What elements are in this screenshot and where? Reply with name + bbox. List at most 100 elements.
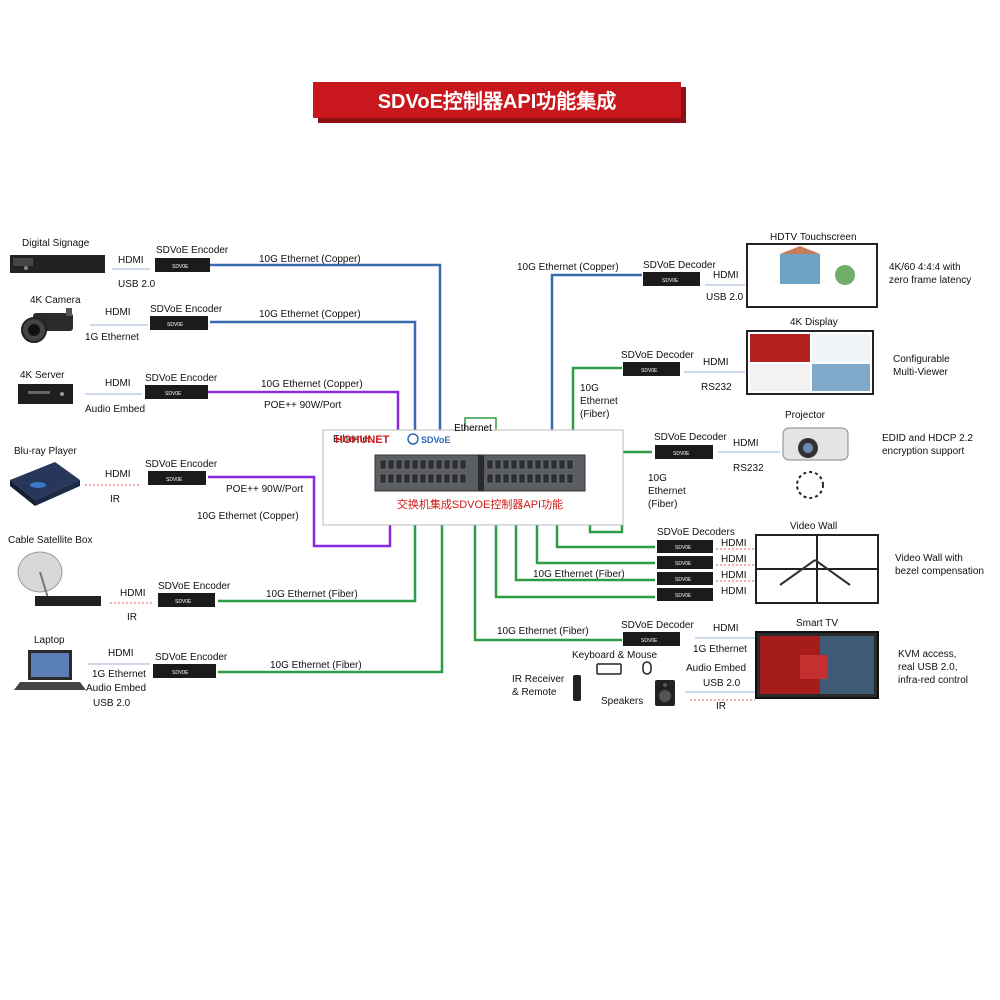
switch-port [510,473,518,484]
svg-text:SDV0E: SDV0E [675,577,692,583]
sink-4k-display: 10G Ethernet (Fiber) SDVoE Decoder SDV0E… [580,317,950,420]
encoder-box: SDV0E [150,316,208,330]
switch-port [502,473,510,484]
link-label-b: Ethernet [648,486,686,497]
port-bottom: IR [127,612,137,623]
note-1: Configurable [893,354,950,365]
svg-text:SDV0E: SDV0E [172,264,189,270]
port-top: HDMI [108,648,134,659]
link-label: 10G Ethernet (Fiber) [266,589,358,600]
switch-port [419,473,427,484]
switch-port [550,473,558,484]
link-label: 10G Ethernet (Copper) [259,254,361,265]
port-1: 1G Ethernet [693,644,747,655]
switch-port [494,473,502,484]
switch-port [451,473,459,484]
port-4: HDMI [721,586,747,597]
link-4k-server [208,390,400,430]
link-label-c: (Fiber) [648,499,677,510]
hdtv-touchscreen-icon [746,243,878,308]
port-top: HDMI [120,588,146,599]
svg-text:SDV0E: SDV0E [172,670,189,676]
4k-display-icon [746,330,874,395]
switch-port [510,459,518,470]
port-1: HDMI [721,538,747,549]
switch-port [411,459,419,470]
decoder-box: SDV0E [623,362,680,376]
box-label: SDVoE Decoder [621,620,694,631]
device-label: Blu-ray Player [14,446,77,457]
port-top: HDMI [713,623,739,634]
page-title: SDVoE控制器API功能集成 [378,89,617,113]
switch-port [518,459,526,470]
port-bottom: Audio Embed [85,404,145,415]
digital-signage-icon [10,255,105,273]
decoder-box: SDV0E [655,445,713,459]
link-label: 10G Ethernet (Copper) [259,309,361,320]
port-top: HDMI [703,357,729,368]
poe-label: POE++ 90W/Port [264,400,341,411]
box-label: SDVoE Encoder [150,304,223,315]
note-2: zero frame latency [889,275,971,286]
link-laptop [218,525,444,674]
note-1: KVM access, [898,649,956,660]
encoder-box: SDV0E [153,664,216,678]
source-cable-satellite-box: Cable Satellite Box HDMI IR SDVoE Encode… [8,535,358,623]
link-top-ethernet [464,417,497,430]
port-3: HDMI [721,570,747,581]
switch-port [558,473,566,484]
switch-port [526,473,534,484]
switch-port [566,473,574,484]
decoder-box-3: SDV0E [657,572,713,585]
title-banner: SDVoE控制器API功能集成 [313,82,686,123]
switch-port [387,473,395,484]
laptop-icon [14,650,86,690]
port-2: HDMI [721,554,747,565]
link-label: 10G Ethernet (Fiber) [497,626,589,637]
note-1: Video Wall with [895,553,963,564]
port-top: HDMI [733,438,759,449]
port-top: HDMI [105,307,131,318]
device-label: HDTV Touchscreen [770,232,857,243]
switch-port [379,473,387,484]
smart-tv-icon [755,631,879,699]
svg-text:SDV0E: SDV0E [641,638,658,644]
encoder-box: SDV0E [148,471,206,485]
switch-port [542,473,550,484]
switch-port [403,473,411,484]
note-2: encryption support [882,446,964,457]
device-label: Projector [785,410,826,421]
switch-port [486,473,494,484]
note-1: 4K/60 4:4:4 with [889,262,961,273]
server-icon [18,384,73,404]
svg-text:SDV0E: SDV0E [675,561,692,567]
switch-port [558,459,566,470]
switch-port [443,459,451,470]
brand-hohunet: HOHUNET [335,434,390,446]
switch-port [427,459,435,470]
center-switch: Ethernet HOHUNET SDVoE 交换机集成SDVOE控制器API功… [322,429,624,526]
box-label: SDVoE Encoder [145,373,218,384]
svg-text:SDV0E: SDV0E [673,451,690,457]
switch-port [419,459,427,470]
device-label: Digital Signage [22,238,90,249]
encoder-box: SDV0E [155,258,210,272]
port-4: IR [716,701,726,712]
device-label: 4K Server [20,370,65,381]
switch-port [542,459,550,470]
port-top: HDMI [105,469,131,480]
remote-icon [573,675,581,701]
svg-text:SDV0E: SDV0E [175,599,192,605]
box-label: SDVoE Decoders [657,527,735,538]
port-bottom: IR [110,494,120,505]
link-label: 10G Ethernet (Copper) [197,511,299,522]
decoder-box: SDV0E [623,632,680,646]
link-videowall-2 [535,525,655,565]
source-bluray-player: Blu-ray Player HDMI IR SDVoE Encoder SDV… [10,446,303,522]
box-label: SDVoE Decoder [621,350,694,361]
switch-port [534,473,542,484]
switch-port [427,473,435,484]
port-bottom: RS232 [701,382,732,393]
camera-icon [21,308,73,343]
